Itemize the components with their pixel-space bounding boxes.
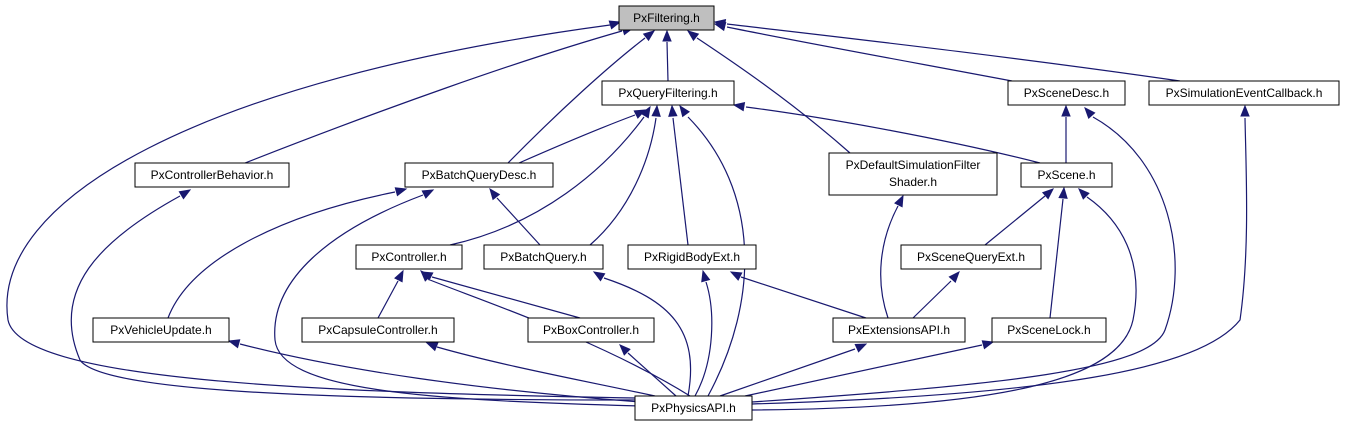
svg-text:PxScene.h: PxScene.h [1037, 168, 1095, 182]
node-pxfiltering[interactable]: PxFiltering.h [618, 5, 715, 31]
edge-scenelock-scene [1049, 186, 1068, 319]
node-pxphysicsapi[interactable]: PxPhysicsAPI.h [634, 395, 753, 421]
node-pxscenequeryext[interactable]: PxSceneQueryExt.h [900, 244, 1042, 270]
svg-text:PxVehicleUpdate.h: PxVehicleUpdate.h [110, 323, 211, 337]
edge-physicsapi-capsule [425, 342, 656, 397]
node-pxdefaultsimulationfiltershader[interactable]: PxDefaultSimulationFilter Shader.h [828, 152, 998, 196]
svg-text:PxBatchQuery.h: PxBatchQuery.h [500, 250, 586, 264]
svg-text:PxDefaultSimulationFilter: PxDefaultSimulationFilter [846, 158, 981, 172]
svg-text:PxQueryFiltering.h: PxQueryFiltering.h [618, 86, 717, 100]
edge-simevent-filtering [713, 19, 1181, 82]
node-pxextensionsapi[interactable]: PxExtensionsAPI.h [832, 317, 966, 343]
node-pxqueryfiltering[interactable]: PxQueryFiltering.h [601, 80, 735, 106]
edge-extapi-scenequeryext [912, 270, 960, 319]
edge-scene-scenedesc [1061, 104, 1071, 163]
edge-extapi-rigidbodyext [729, 271, 867, 319]
edge-physicsapi-simevent [751, 104, 1250, 405]
edge-physicsapi-ctrlbehavior [70, 189, 637, 401]
edges-layer [6, 19, 1250, 411]
node-pxscene[interactable]: PxScene.h [1020, 162, 1113, 188]
node-pxsimulationeventcallback[interactable]: PxSimulationEventCallback.h [1148, 80, 1340, 106]
edge-queryfiltering-filtering [662, 29, 672, 82]
edge-capsule-controller [377, 269, 404, 319]
svg-text:PxSceneDesc.h: PxSceneDesc.h [1024, 86, 1109, 100]
edge-batchquery-batchquerydesc [489, 187, 541, 246]
edge-physicsapi-box [619, 344, 677, 397]
node-pxcontrollerbehavior[interactable]: PxControllerBehavior.h [134, 162, 290, 188]
edge-physicsapi-extapi [719, 343, 868, 397]
svg-text:PxBoxController.h: PxBoxController.h [543, 323, 639, 337]
edge-batchquery-queryfiltering [589, 104, 661, 246]
edge-physicsapi-rigidbodyext [694, 269, 713, 397]
node-pxscenelock[interactable]: PxSceneLock.h [991, 317, 1107, 343]
edge-scenequeryext-scene [984, 188, 1055, 246]
edge-physicsapi-filtering [6, 20, 637, 399]
node-pxrigidbodyext[interactable]: PxRigidBodyExt.h [627, 244, 757, 270]
edge-box-controller [420, 271, 581, 319]
edge-scene-queryfiltering [732, 102, 1041, 164]
node-pxscenedesc[interactable]: PxSceneDesc.h [1007, 80, 1126, 106]
edge-vehicleupdate-batchquerydesc [167, 187, 408, 319]
svg-text:PxControllerBehavior.h: PxControllerBehavior.h [151, 168, 274, 182]
edge-batchquerydesc-filtering [507, 30, 656, 164]
svg-text:PxController.h: PxController.h [371, 250, 446, 264]
svg-text:PxSceneLock.h: PxSceneLock.h [1007, 323, 1090, 337]
svg-text:PxSimulationEventCallback.h: PxSimulationEventCallback.h [1166, 86, 1323, 100]
edge-ctrlbehavior-filtering [244, 26, 635, 164]
svg-text:PxCapsuleController.h: PxCapsuleController.h [318, 323, 437, 337]
svg-text:PxBatchQueryDesc.h: PxBatchQueryDesc.h [422, 168, 537, 182]
svg-text:PxExtensionsAPI.h: PxExtensionsAPI.h [848, 323, 950, 337]
edge-scenedesc-filtering [713, 21, 1013, 82]
node-pxvehicleupdate[interactable]: PxVehicleUpdate.h [92, 317, 230, 343]
node-pxcapsulecontroller[interactable]: PxCapsuleController.h [301, 317, 455, 343]
svg-text:PxFiltering.h: PxFiltering.h [633, 11, 700, 25]
edge-controller-queryfiltering [449, 105, 651, 246]
node-pxbatchquerydesc[interactable]: PxBatchQueryDesc.h [404, 162, 554, 188]
edge-batchquerydesc-queryfiltering [518, 109, 647, 164]
node-pxboxcontroller[interactable]: PxBoxController.h [527, 317, 655, 343]
edge-defaultsim-filtering [686, 30, 851, 154]
svg-text:Shader.h: Shader.h [889, 175, 937, 189]
edge-physicsapi-batchquerydesc [274, 189, 641, 407]
edge-physicsapi-scenedesc [751, 106, 1176, 403]
edge-rigidbodyext-queryfiltering [668, 104, 689, 246]
svg-text:PxSceneQueryExt.h: PxSceneQueryExt.h [917, 250, 1025, 264]
node-pxbatchquery[interactable]: PxBatchQuery.h [483, 244, 604, 270]
edge-physicsapi-batchquery [592, 271, 692, 397]
svg-text:PxRigidBodyExt.h: PxRigidBodyExt.h [644, 250, 740, 264]
edge-physicsapi-scene [751, 188, 1137, 411]
node-pxcontroller[interactable]: PxController.h [355, 244, 463, 270]
edge-physicsapi-scenelock [744, 340, 995, 397]
svg-text:PxPhysicsAPI.h: PxPhysicsAPI.h [651, 401, 736, 415]
edge-extapi-defaultsim [880, 194, 904, 319]
edge-physicsapi-vehicleupdate [227, 339, 641, 403]
